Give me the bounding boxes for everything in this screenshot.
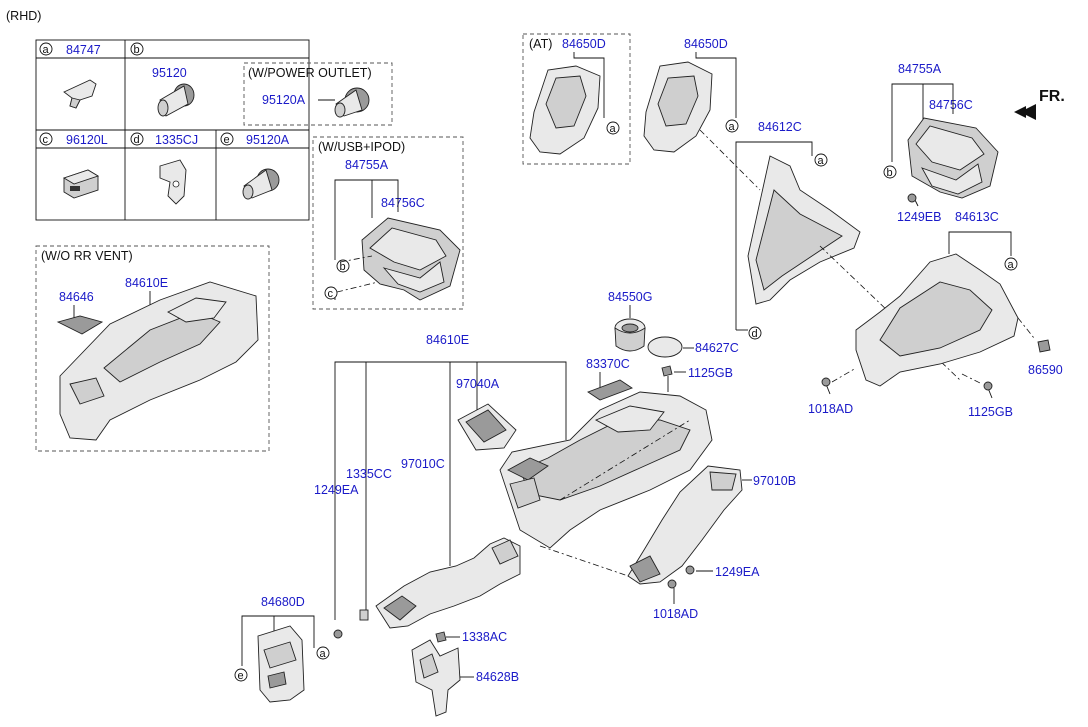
legend-table: a 84747 b 95120 (W/POWER OUTLET) 95120A … — [35, 39, 393, 221]
cover-84680D: 84680D a e — [234, 595, 330, 703]
part-84680D: 84680D — [261, 595, 305, 609]
shift-cover-at-icon — [529, 65, 601, 155]
side-bubble-a: a — [1008, 259, 1015, 271]
legend-letter-e: e — [224, 134, 230, 146]
legend-letter-b: b — [134, 44, 140, 56]
front-direction-label: FR. — [1039, 88, 1065, 105]
variant-label: (RHD) — [6, 9, 41, 23]
jack-96120L-icon — [62, 169, 100, 199]
at-part-84650D: 84650D — [562, 37, 606, 51]
power-outlet-title: (W/POWER OUTLET) — [248, 66, 372, 80]
usb-bubble-b: b — [340, 261, 346, 273]
power-outlet-e-icon — [242, 168, 280, 200]
at-title: (AT) — [529, 37, 552, 51]
panel-bubble-d: d — [752, 328, 758, 340]
part-84650D: 84650D — [684, 37, 728, 51]
cigar-lighter-icon — [157, 83, 195, 117]
part-84612C: 84612C — [758, 120, 802, 134]
cover-83370C: 83370C — [586, 357, 633, 401]
screw-1018AD: 1018AD — [653, 579, 698, 621]
clip-84747-icon — [63, 79, 97, 109]
part-97010C: 97010C — [401, 457, 445, 471]
vent-97040A: 97040A — [456, 377, 517, 451]
part-1125GB: 1125GB — [688, 366, 733, 380]
screw-1249EA-left: 1249EA — [314, 483, 359, 639]
part-84628B: 84628B — [476, 670, 519, 684]
wo-vent-title: (W/O RR VENT) — [41, 249, 133, 263]
part-97010B: 97010B — [753, 474, 796, 488]
usb-ipod-box: (W/USB+IPOD) 84755A 84756C b c — [312, 136, 464, 310]
part-1018AD-right: 1018AD — [808, 402, 853, 416]
part-84610E: 84610E — [426, 333, 469, 347]
legend-part-d: 1335CJ — [155, 133, 198, 147]
part-1018AD: 1018AD — [653, 607, 698, 621]
cover-bubble-e: e — [238, 670, 244, 682]
bracket-1335CJ-icon — [159, 159, 187, 205]
part-84550G: 84550G — [608, 290, 652, 304]
panel-bubble-a: a — [818, 155, 825, 167]
bracket-bubble-b: b — [887, 167, 893, 179]
duct-97010B: 97010B — [627, 465, 796, 585]
bracket-84755A-right: 84755A 84756C b 1249EB — [883, 62, 999, 224]
part-1249EA-left: 1249EA — [314, 483, 359, 497]
part-84627C: 84627C — [695, 341, 739, 355]
duct-97010C: 97010C — [375, 457, 521, 629]
legend-part-b: 95120 — [152, 66, 187, 80]
wo-rr-vent-box: (W/O RR VENT) 84646 84610E — [35, 245, 270, 452]
legend-letter-c: c — [43, 134, 49, 146]
part-84756C: 84756C — [929, 98, 973, 112]
part-1335CC: 1335CC — [346, 467, 392, 481]
side-panel-84612C: 84612C a d — [735, 120, 961, 381]
power-outlet-icon — [334, 87, 370, 118]
cover-84646-icon — [56, 315, 104, 335]
bracket-84628B: 84628B — [411, 639, 519, 717]
shift-cover-84650D: 84650D a — [643, 37, 761, 191]
part-1125GB-right: 1125GB — [968, 405, 1013, 419]
part-1338AC: 1338AC — [462, 630, 507, 644]
shift-bubble-a: a — [729, 121, 736, 133]
front-direction-icon — [1014, 104, 1036, 120]
at-bubble-a: a — [610, 123, 617, 135]
legend-part-a: 84747 — [66, 43, 101, 57]
usb-bubble-c: c — [328, 288, 334, 300]
part-84613C: 84613C — [955, 210, 999, 224]
power-outlet-part: 95120A — [262, 93, 306, 107]
screw-1249EA: 1249EA — [685, 565, 760, 579]
usb-part-84756C: 84756C — [381, 196, 425, 210]
legend-part-c: 96120L — [66, 133, 108, 147]
wo-vent-part-84646: 84646 — [59, 290, 94, 304]
usb-part-84755A: 84755A — [345, 158, 389, 172]
legend-letter-d: d — [134, 134, 140, 146]
usb-bracket-icon — [336, 217, 461, 301]
cup-holder-84550G: 84550G — [608, 290, 652, 352]
cover-bubble-a: a — [320, 648, 327, 660]
part-84755A: 84755A — [898, 62, 942, 76]
part-86590: 86590 — [1028, 363, 1063, 377]
clip-1335CC: 1335CC — [346, 467, 392, 621]
legend-letter-a: a — [43, 44, 50, 56]
cap-84627C: 84627C — [647, 336, 739, 358]
part-1249EB: 1249EB — [897, 210, 941, 224]
part-1249EA: 1249EA — [715, 565, 760, 579]
usb-ipod-title: (W/USB+IPOD) — [318, 140, 405, 154]
nut-1338AC: 1338AC — [435, 630, 507, 644]
legend-part-e: 95120A — [246, 133, 290, 147]
wo-vent-part-84610E: 84610E — [125, 276, 168, 290]
at-box: (AT) 84650D a — [522, 33, 631, 165]
screw-1125GB: 1125GB — [661, 365, 733, 392]
main-console-84610E: 84610E — [334, 333, 713, 620]
part-83370C: 83370C — [586, 357, 630, 371]
console-wo-vent-icon — [59, 281, 259, 441]
part-97040A: 97040A — [456, 377, 500, 391]
side-panel-84613C: 84613C a 86590 1018AD 1125GB — [808, 210, 1063, 419]
